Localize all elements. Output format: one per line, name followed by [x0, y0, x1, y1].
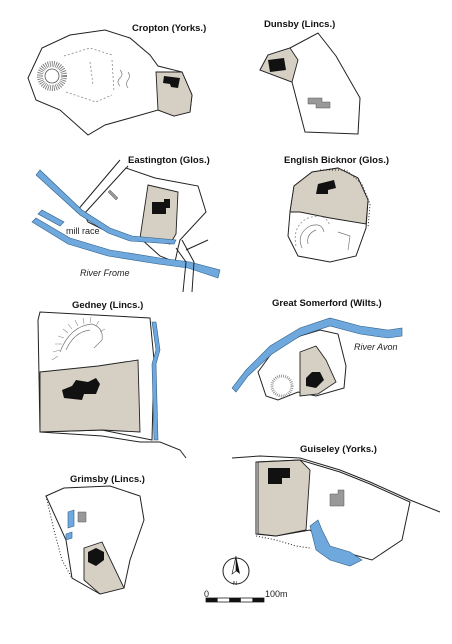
eastington-river-label: River Frome [80, 268, 130, 278]
grimsby-title: Grimsby (Lincs.) [70, 474, 145, 485]
eastington-title: Eastington (Glos.) [128, 155, 210, 166]
cropton-title: Cropton (Yorks.) [132, 23, 206, 34]
panel-eastington: mill race River Frome Eastington (Glos.) [31, 155, 221, 293]
panel-great-somerford: River Avon Great Somerford (Wilts.) [231, 298, 403, 401]
panel-english-bicknor: English Bicknor (Glos.) [284, 155, 389, 263]
grimsby-pond-small [65, 531, 73, 541]
great-somerford-house [306, 372, 324, 388]
cropton-house [163, 76, 180, 88]
eastington-outbuilding [107, 189, 119, 201]
north-arrow-letter: N [233, 581, 237, 587]
eastington-mill-race [35, 169, 177, 245]
gedney-lane [39, 431, 187, 459]
gedney-drain [151, 321, 161, 441]
dunsby-house [268, 58, 286, 72]
north-arrow-icon: N [222, 555, 250, 587]
panel-guiseley: Guiseley (Yorks.) [231, 444, 441, 567]
gedney-enclosure [39, 359, 141, 433]
scale-bar-start: 0 [204, 589, 209, 599]
grimsby-outbuilding [77, 511, 87, 523]
eastington-road-south [175, 239, 209, 293]
panel-grimsby: Grimsby (Lincs.) [45, 474, 145, 595]
grimsby-house [88, 548, 104, 566]
great-somerford-river-label: River Avon [354, 342, 398, 352]
eastington-mill-race-west [37, 209, 65, 227]
english-bicknor-house [316, 180, 336, 194]
great-somerford-river-avon [231, 317, 403, 393]
gedney-title: Gedney (Lincs.) [72, 300, 143, 311]
english-bicknor-title: English Bicknor (Glos.) [284, 155, 389, 166]
guiseley-road [231, 455, 441, 513]
panel-cropton: Cropton (Yorks.) [27, 23, 206, 136]
panel-gedney: Gedney (Lincs.) [37, 300, 187, 459]
scale-bar: 0 100m [204, 589, 288, 603]
great-somerford-mound [270, 374, 294, 398]
cropton-ridges [117, 69, 130, 89]
eastington-mill-race-label: mill race [66, 226, 100, 236]
eastington-house [152, 199, 170, 214]
guiseley-pond [309, 519, 363, 567]
cropton-motte-earthwork [37, 61, 67, 91]
panel-dunsby: Dunsby (Lincs.) [259, 19, 361, 135]
gedney-moat-earthwork [51, 316, 106, 361]
guiseley-title: Guiseley (Yorks.) [300, 444, 377, 455]
scale-bar-end: 100m [265, 589, 288, 599]
grimsby-pond [67, 509, 75, 529]
english-bicknor-ditch [294, 215, 331, 247]
dunsby-title: Dunsby (Lincs.) [264, 19, 335, 30]
english-bicknor-enclosure [289, 167, 369, 225]
dunsby-boundary [259, 32, 361, 135]
dunsby-outbuilding [307, 97, 331, 109]
great-somerford-title: Great Somerford (Wilts.) [272, 298, 382, 309]
eastington-river-frome [31, 217, 221, 279]
guiseley-outbuilding [329, 489, 345, 507]
guiseley-house [268, 468, 290, 484]
gedney-house [62, 378, 100, 400]
english-bicknor-earthwork [299, 224, 351, 251]
guiseley-lost-boundary [255, 535, 311, 549]
